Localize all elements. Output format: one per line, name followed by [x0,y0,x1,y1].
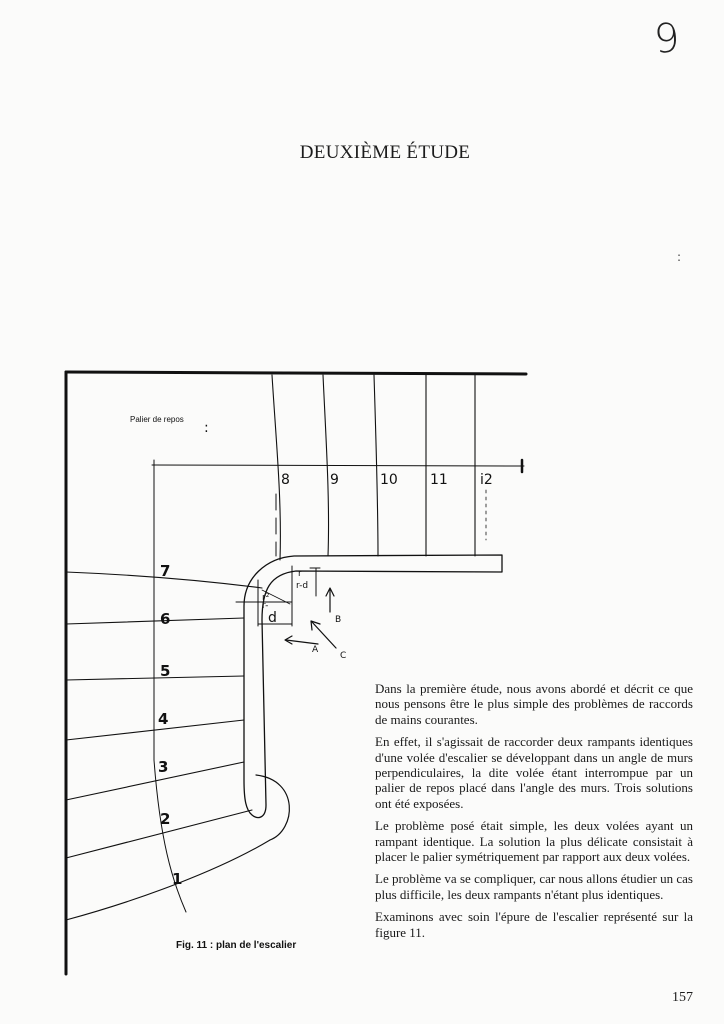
horizontal-reference-line [151,464,525,467]
step-line [65,719,245,741]
stray-mark: : [204,420,209,436]
step-number: 11 [430,472,448,488]
tag-r: r [298,569,302,579]
tag-c: C [340,651,346,661]
step-number: 9 [330,472,339,488]
step-line [65,761,245,801]
step-line [373,374,379,557]
step-number: 10 [380,472,398,488]
handrail [243,554,503,819]
paragraph: En effet, il s'agissait de raccorder deu… [375,734,693,811]
page-number: 157 [672,990,693,1005]
step-line [322,374,330,557]
stray-mark: : [677,250,682,264]
tag-a: A [312,645,319,655]
paragraph: Le problème va se compliquer, car nous a… [375,871,693,902]
figure-caption: Fig. 11 : plan de l'escalier [176,940,296,951]
step-number: i2 [480,472,493,488]
step-number: 6 [160,610,170,628]
page-title: DEUXIÈME ÉTUDE [299,142,471,163]
tag-r-d: r-d [296,581,308,591]
tag-r-minus: r- [262,601,268,611]
step-number: 1 [172,870,182,888]
step-number: 8 [281,472,290,488]
paragraph: Le problème posé était simple, les deux … [375,818,693,865]
step-number: 7 [160,562,170,580]
paragraph: Examinons avec soin l'épure de l'escalie… [375,909,693,940]
step-number: 4 [158,710,168,728]
tag-d: d [268,610,277,626]
step-line [65,809,253,859]
step-line [271,374,281,561]
step-line [65,571,263,589]
step-number: 5 [160,662,170,680]
step-line [65,617,245,625]
step-number: 2 [160,810,170,828]
tag-r2: r² [262,593,270,603]
paragraph: Dans la première étude, nous avons abord… [375,681,693,727]
step-number: 3 [158,758,168,776]
landing-label: Palier de repos [130,415,184,424]
step-line [65,675,245,681]
top-wall [64,370,528,376]
body-text: Dans la première étude, nous avons abord… [375,681,693,947]
arrow-a [285,639,319,645]
tag-b: B [335,615,341,625]
arrow-c [311,621,337,649]
